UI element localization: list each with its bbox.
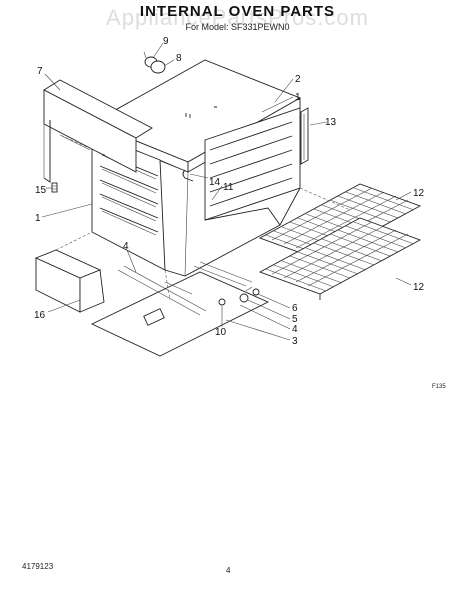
callout-4-right: 4: [292, 324, 298, 335]
leader-lines: [41, 42, 412, 341]
assembly-guides: [55, 134, 351, 301]
model-line: For Model: SF331PEWN0: [185, 22, 290, 32]
light-socket-part-8-9: [143, 51, 166, 74]
callout-4-left: 4: [123, 241, 129, 252]
callout-13: 13: [325, 117, 337, 128]
diagram-title: INTERNAL OVEN PARTS: [139, 3, 336, 20]
callout-11: 11: [223, 182, 234, 193]
hardware-parts-5-6-10: [218, 286, 260, 306]
oven-cavity: [90, 59, 302, 277]
callout-9: 9: [163, 36, 169, 47]
oven-rack-lower: [258, 217, 422, 300]
page-number: 4: [226, 566, 231, 575]
callout-3: 3: [292, 336, 298, 347]
callout-7: 7: [37, 66, 43, 77]
screw-part-15: [51, 182, 58, 193]
callout-12-lower: 12: [413, 282, 425, 293]
callout-14: 14: [209, 177, 221, 188]
figure-code: F135: [432, 384, 446, 390]
document-code: 4179123: [22, 562, 54, 571]
vent-part-16: [34, 249, 105, 313]
watermark: AppliancePartsPros.com: [106, 5, 369, 30]
callout-1-upper: 1: [295, 92, 301, 103]
callout-12-upper: 12: [413, 188, 425, 199]
callout-10: 10: [215, 327, 227, 338]
clip-part-14: [182, 169, 194, 182]
bracket-part-13: [300, 107, 309, 165]
callout-5: 5: [292, 314, 298, 325]
callout-1-lower: 1: [35, 213, 41, 224]
callout-8: 8: [176, 53, 182, 64]
bake-element-assembly: [90, 261, 270, 357]
callout-6: 6: [292, 303, 298, 314]
callout-15: 15: [35, 185, 47, 196]
side-panel-part-7: [43, 79, 153, 183]
callout-16: 16: [34, 310, 46, 321]
callout-2: 2: [295, 74, 301, 85]
